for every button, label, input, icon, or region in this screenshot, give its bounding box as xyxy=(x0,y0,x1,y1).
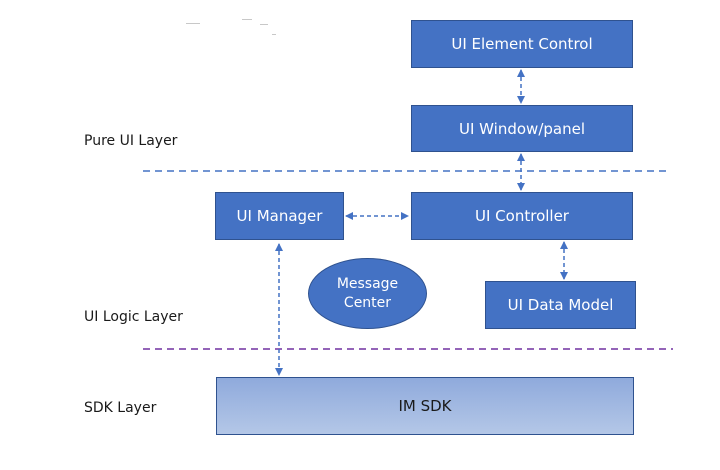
layer-label-sdk: SDK Layer xyxy=(84,400,157,416)
ui-manager-box: UI Manager xyxy=(215,192,344,240)
layer-label-pure-ui: Pure UI Layer xyxy=(84,133,178,149)
artifact-speck xyxy=(186,23,200,24)
ui-data-model-box: UI Data Model xyxy=(485,281,636,329)
artifact-speck xyxy=(272,34,276,35)
message-center-line2: Center xyxy=(343,294,392,311)
message-center-line1: Message xyxy=(336,275,399,292)
im-sdk-box: IM SDK xyxy=(216,377,634,435)
ui-controller-box: UI Controller xyxy=(411,192,633,240)
message-center-ellipse: Message Center xyxy=(308,258,427,329)
artifact-speck xyxy=(242,19,252,20)
artifact-speck xyxy=(260,24,268,25)
ui-element-control-box: UI Element Control xyxy=(411,20,633,68)
ui-window-panel-box: UI Window/panel xyxy=(411,105,633,152)
layer-label-ui-logic: UI Logic Layer xyxy=(84,309,183,325)
